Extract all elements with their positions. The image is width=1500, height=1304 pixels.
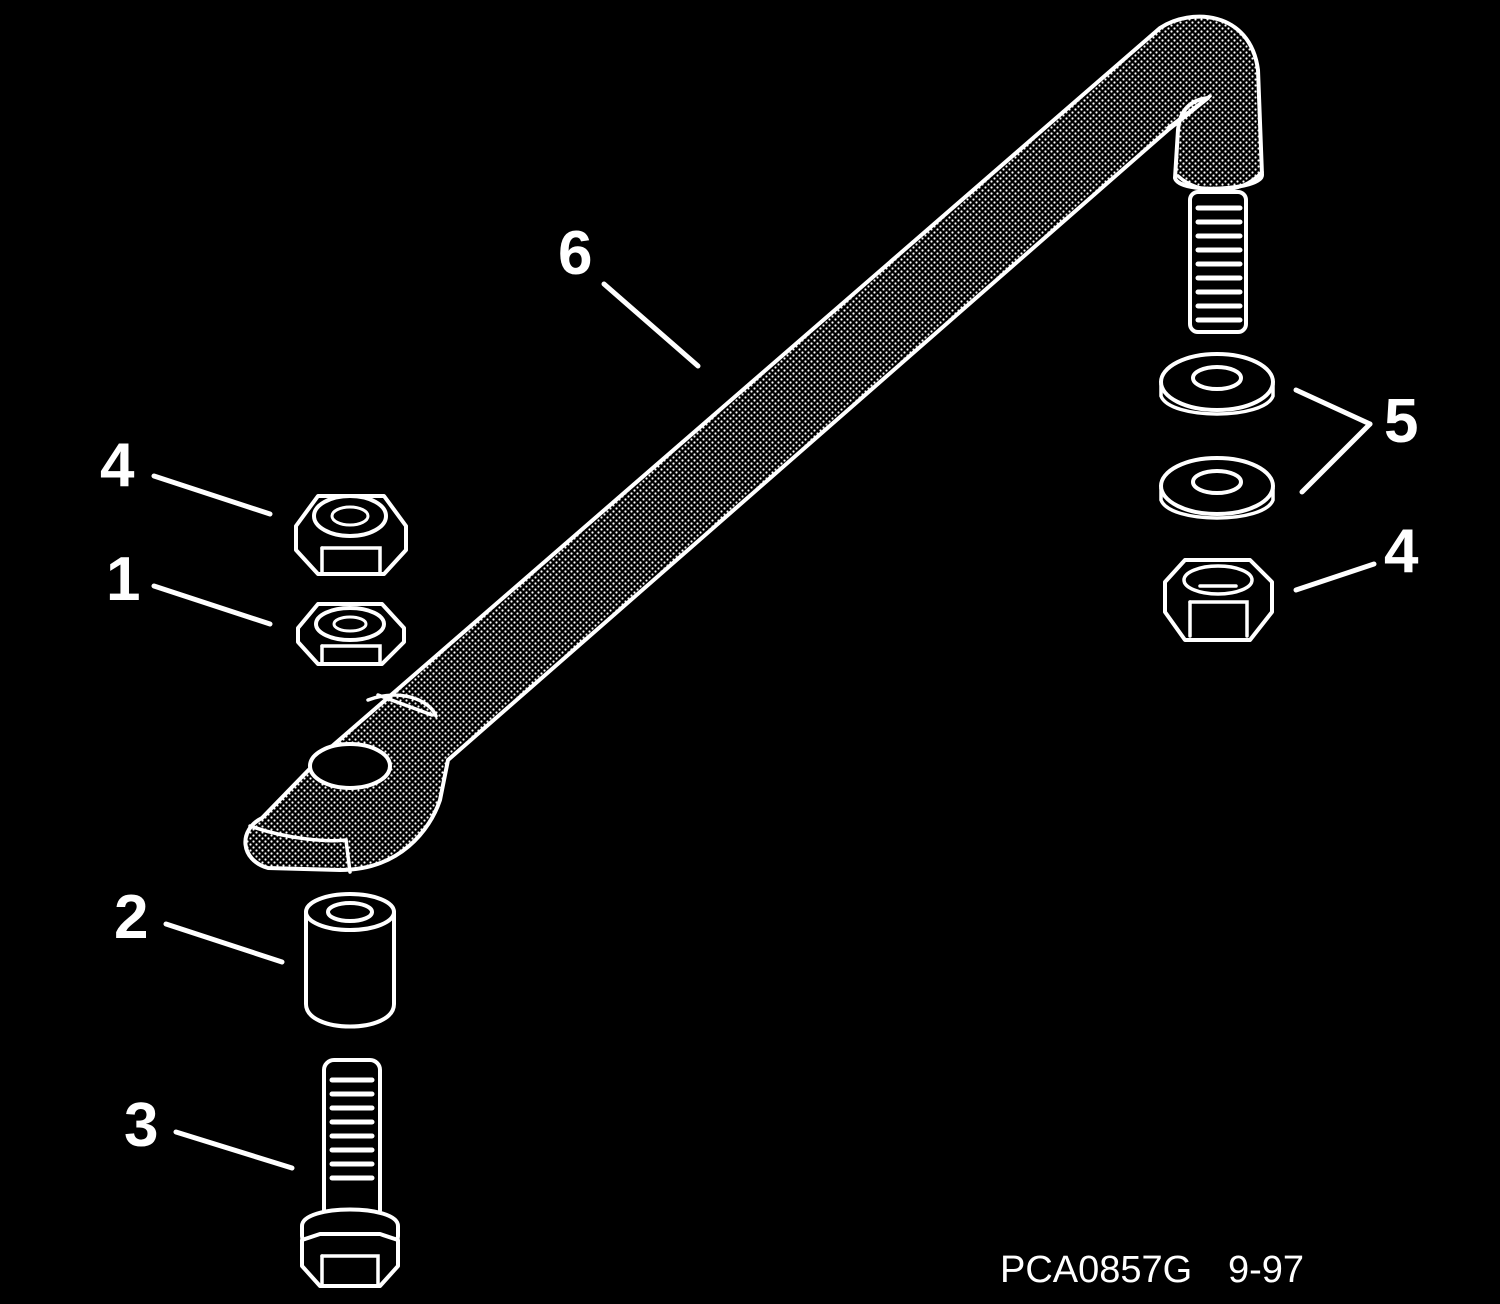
leader-5a (1293, 387, 1373, 427)
leader-3 (173, 1129, 295, 1171)
leader-1 (151, 583, 273, 627)
callout-5: 5 (1384, 387, 1418, 456)
callout-2: 2 (114, 883, 148, 952)
callout-6: 6 (558, 219, 592, 288)
callout-1: 1 (106, 545, 140, 614)
lock-nut-left (294, 494, 408, 576)
drag-link-rod (243, 14, 1264, 874)
spacer-bushing (304, 892, 396, 1029)
callout-3: 3 (124, 1091, 158, 1160)
rod-end-hole (308, 742, 392, 790)
callout-4-right: 4 (1384, 517, 1419, 586)
cap-screw (300, 1058, 400, 1288)
washer-lower (1159, 456, 1275, 520)
leader-2 (163, 921, 285, 965)
figure-reference-date: 9-97 (1228, 1249, 1304, 1291)
jam-nut (296, 602, 406, 666)
lock-nut-right (1163, 558, 1274, 642)
figure-reference-code: PCA0857G (1000, 1249, 1192, 1291)
washer-upper (1159, 352, 1275, 416)
leader-lines (151, 281, 1377, 1171)
leader-4-left (151, 473, 273, 517)
threaded-stud (1188, 190, 1248, 334)
callout-4-left: 4 (100, 431, 135, 500)
leader-4-right (1293, 561, 1377, 593)
leader-6 (601, 281, 701, 369)
leader-5b (1299, 421, 1373, 495)
